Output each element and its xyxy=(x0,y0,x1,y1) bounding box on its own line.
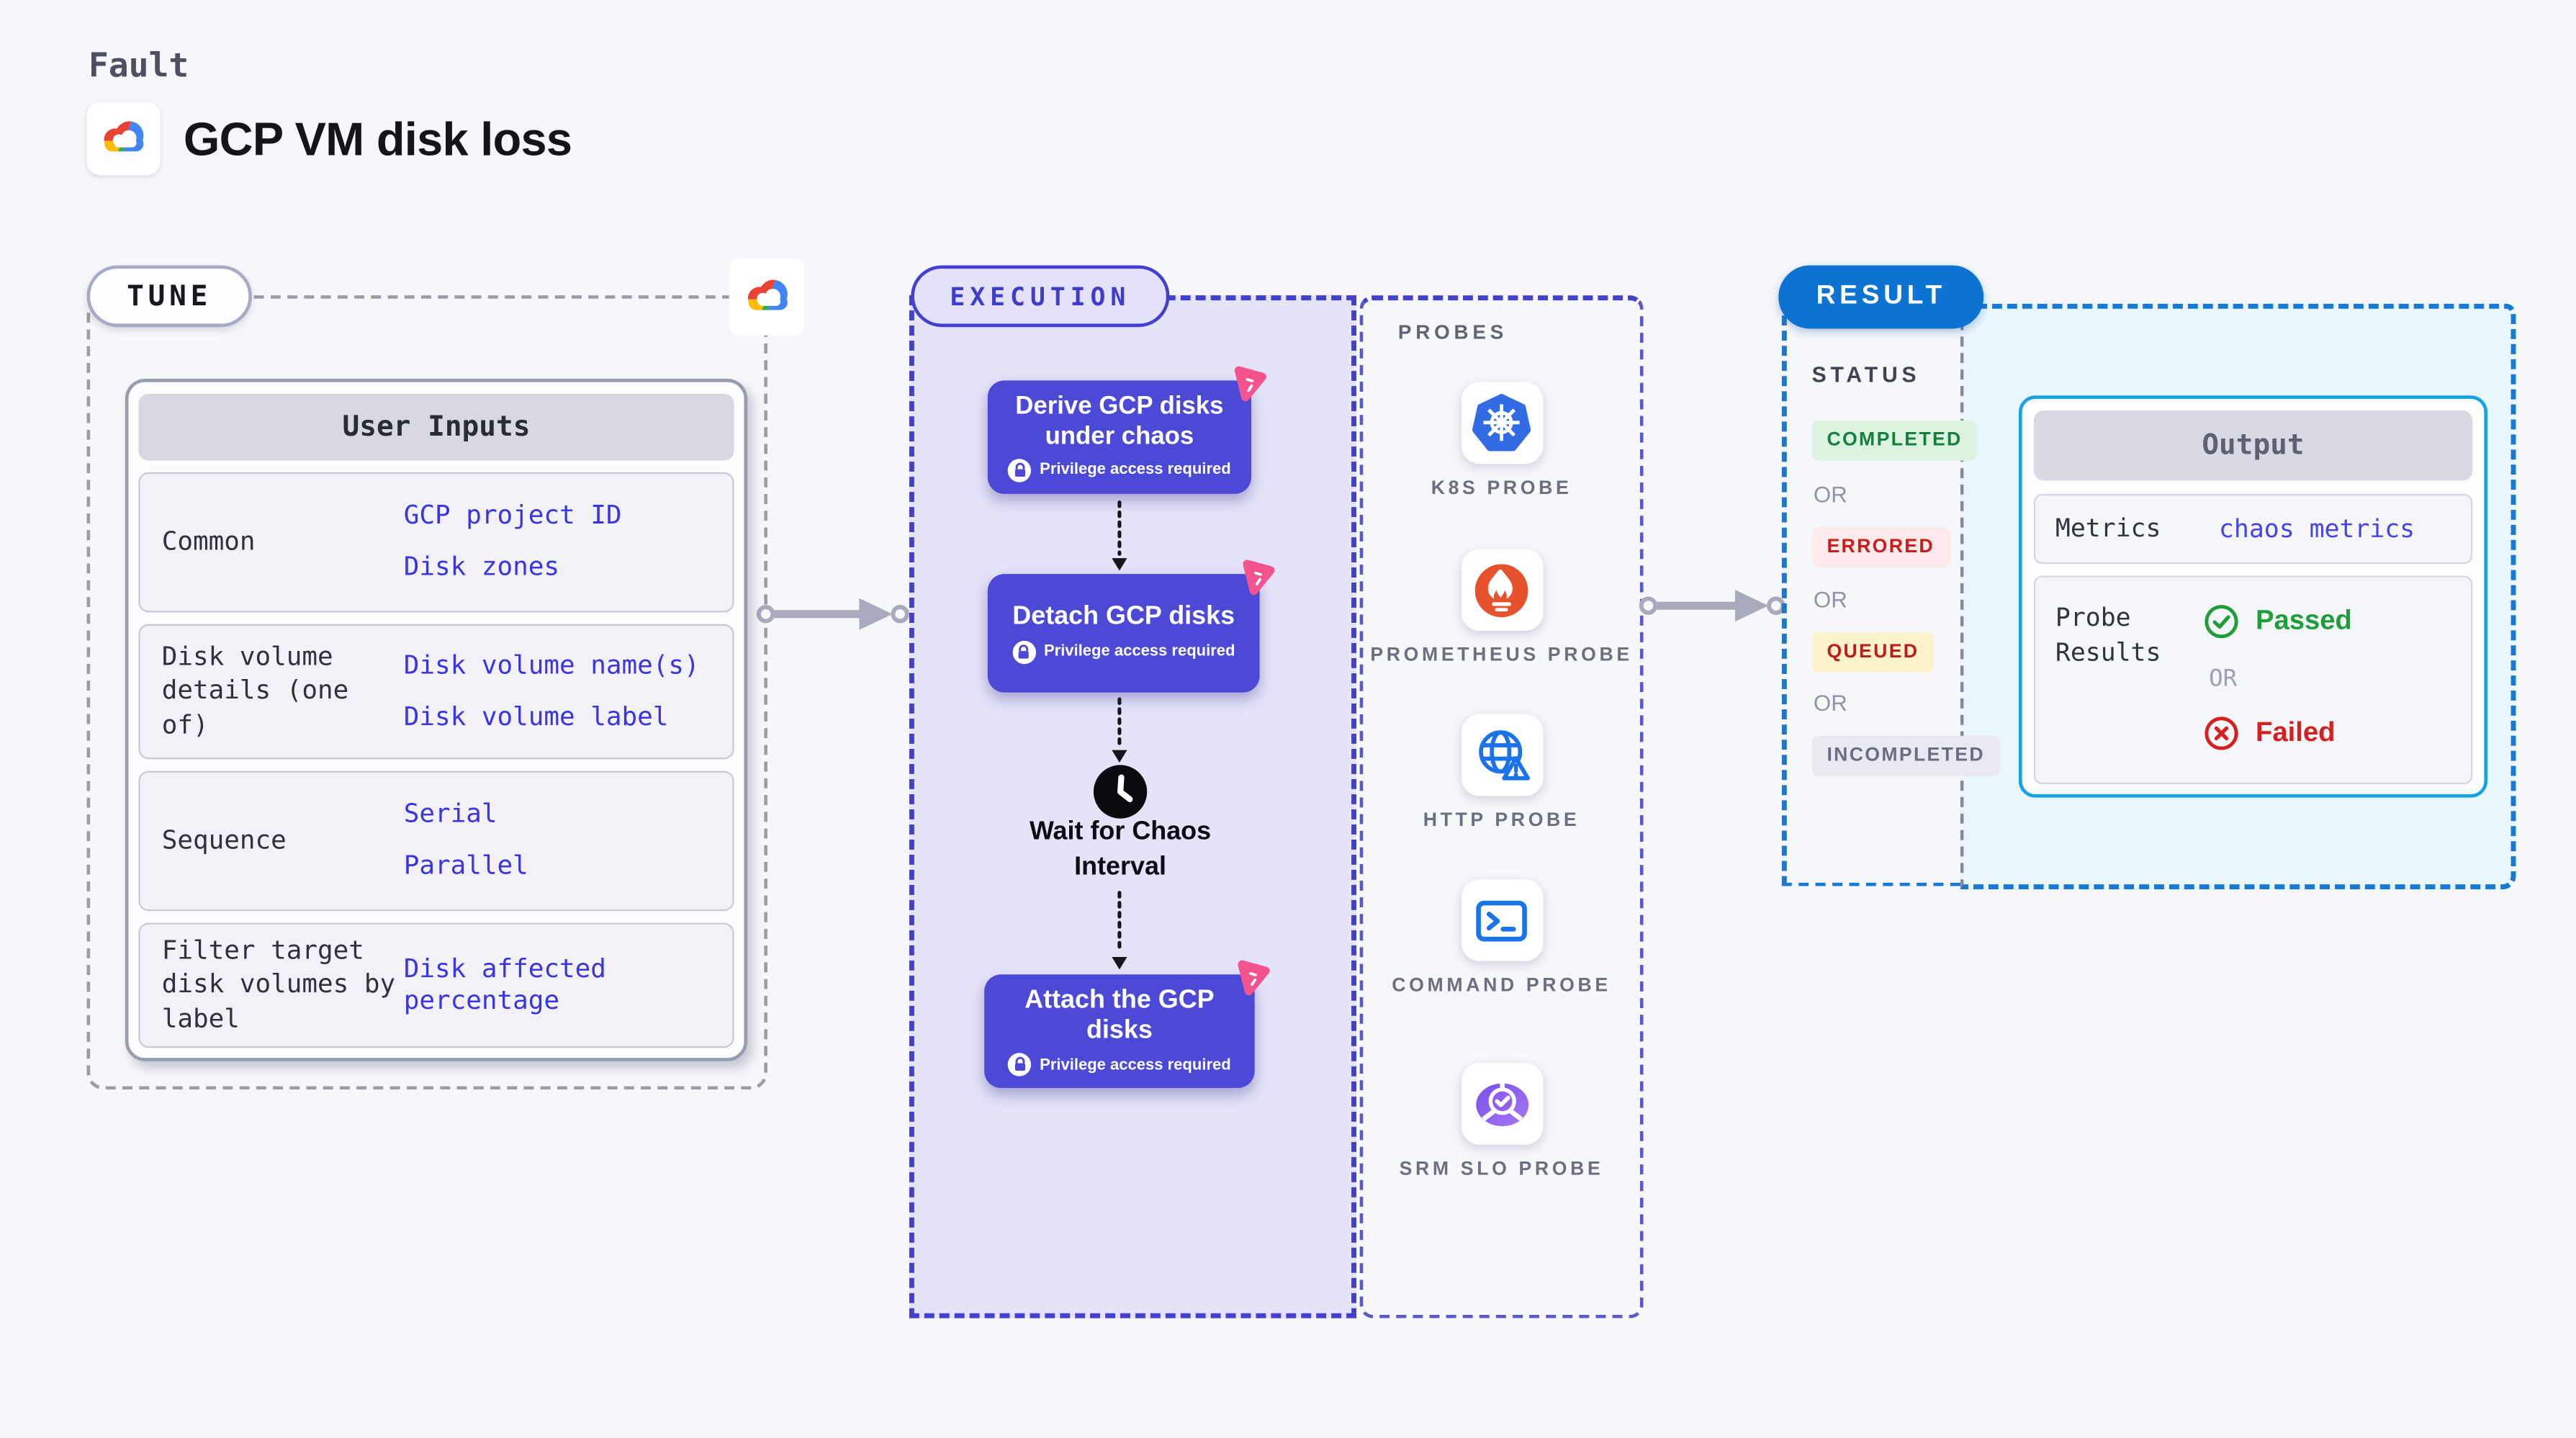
prometheus-icon xyxy=(1460,549,1543,631)
step-title: Attach the GCP disks xyxy=(1024,985,1215,1044)
input-row-label: Filter target disk volumes by label xyxy=(161,934,396,1035)
input-row-disk-volume: Disk volume details (one of) Disk volume… xyxy=(138,624,734,760)
probe-label: HTTP PROBE xyxy=(1423,811,1580,832)
input-value: Serial xyxy=(403,799,497,829)
failed-result: Failed xyxy=(2202,714,2336,752)
step-derive-gcp-disks: Derive GCP disks under chaos Privilege a… xyxy=(987,366,1266,494)
output-header: Output xyxy=(2033,410,2473,481)
privilege-note: Privilege access required xyxy=(1008,1053,1231,1077)
input-value: GCP project ID xyxy=(403,500,622,531)
failed-cross-icon xyxy=(2205,716,2238,750)
chaos-icon xyxy=(1238,960,1270,996)
probe-http: HTTP PROBE xyxy=(1360,714,1644,837)
probes-region xyxy=(1359,295,1644,1318)
input-value: Disk affected percentage xyxy=(403,953,606,1016)
flow-arrow-execution-to-result xyxy=(1639,590,1785,622)
k8s-icon xyxy=(1460,382,1543,464)
status-chip-incompleted: INCOMPLETED xyxy=(1811,735,2000,776)
flow-arrow-tune-to-execution xyxy=(756,598,909,630)
http-icon xyxy=(1460,714,1543,796)
passed-result: Passed xyxy=(2202,603,2352,641)
input-value: Disk zones xyxy=(403,552,560,583)
flow-arrow-down xyxy=(1112,891,1127,970)
page-title: GCP VM disk loss xyxy=(183,113,572,166)
or-separator: OR xyxy=(2209,665,2238,693)
passed-label: Passed xyxy=(2255,606,2352,636)
input-row-common: Common GCP project ID Disk zones xyxy=(138,472,734,613)
probe-label: PROMETHEUS PROBE xyxy=(1370,645,1633,666)
tune-gcp-logo xyxy=(729,259,804,336)
probe-command: COMMAND PROBE xyxy=(1360,879,1644,1002)
probes-title: PROBES xyxy=(1397,320,1508,344)
input-value: Disk volume label xyxy=(403,701,669,732)
metrics-value: chaos metrics xyxy=(2219,513,2415,544)
failed-label: Failed xyxy=(2255,717,2336,748)
input-row-label: Disk volume details (one of) xyxy=(161,641,349,741)
or-separator: OR xyxy=(1813,587,1847,613)
flow-arrow-down xyxy=(1112,500,1127,571)
privilege-note-text: Privilege access required xyxy=(1043,643,1235,662)
step-title: Detach GCP disks xyxy=(1012,602,1235,632)
tune-badge: TUNE xyxy=(86,265,252,328)
step-attach-gcp-disks: Attach the GCP disks Privilege access re… xyxy=(984,960,1270,1088)
probe-srm-slo: SRM SLO PROBE xyxy=(1360,1063,1644,1186)
metrics-label: Metrics xyxy=(2055,513,2161,544)
step-detach-gcp-disks: Detach GCP disks Privilege access requir… xyxy=(987,560,1275,693)
status-chip-queued: QUEUED xyxy=(1811,632,1935,673)
gcp-logo xyxy=(86,102,161,176)
user-inputs-header: User Inputs xyxy=(138,393,734,461)
srm-slo-icon xyxy=(1460,1063,1543,1145)
lock-icon xyxy=(1008,458,1032,482)
input-value: Disk volume name(s) xyxy=(403,649,700,680)
fault-eyebrow: Fault xyxy=(88,45,189,86)
step-title: Derive GCP disks under chaos xyxy=(1015,392,1224,450)
lock-icon xyxy=(1008,1053,1032,1077)
privilege-note: Privilege access required xyxy=(1012,640,1235,665)
flow-arrow-down xyxy=(1112,697,1127,763)
status-chip-errored: ERRORED xyxy=(1811,527,1950,567)
execution-badge: EXECUTION xyxy=(911,265,1170,328)
wait-step-label: Wait for Chaos Interval xyxy=(1029,817,1212,881)
probe-k8s: K8S PROBE xyxy=(1360,382,1644,505)
privilege-note: Privilege access required xyxy=(1008,458,1231,482)
probe-label: COMMAND PROBE xyxy=(1392,976,1611,997)
tune-region xyxy=(86,295,767,1090)
chaos-icon xyxy=(1243,560,1275,596)
input-row-label: Sequence xyxy=(161,824,287,855)
probe-label: K8S PROBE xyxy=(1431,479,1572,499)
gcp-cloud-icon xyxy=(747,279,787,310)
gcp-cloud-icon xyxy=(104,121,144,152)
command-icon xyxy=(1460,879,1543,961)
input-row-sequence: Sequence Serial Parallel xyxy=(138,770,734,912)
chaos-icon xyxy=(1234,366,1266,402)
or-separator: OR xyxy=(1813,691,1847,716)
probe-results-label: Probe Results xyxy=(2055,602,2161,668)
status-title: STATUS xyxy=(1811,361,1921,387)
metrics-row: Metrics chaos metrics xyxy=(2033,493,2473,565)
input-value: Parallel xyxy=(403,850,528,881)
passed-check-icon xyxy=(2205,605,2238,639)
result-status-region xyxy=(1781,300,1960,886)
input-row-filter: Filter target disk volumes by label Disk… xyxy=(138,922,734,1048)
input-row-label: Common xyxy=(161,526,256,557)
probe-results-row: Probe Results Passed OR Failed xyxy=(2033,575,2473,785)
or-separator: OR xyxy=(1813,482,1847,508)
probe-label: SRM SLO PROBE xyxy=(1399,1159,1604,1180)
probe-prometheus: PROMETHEUS PROBE xyxy=(1360,549,1644,672)
lock-icon xyxy=(1012,640,1036,665)
privilege-note-text: Privilege access required xyxy=(1040,461,1231,480)
status-chip-completed: COMPLETED xyxy=(1811,420,1978,461)
result-badge: RESULT xyxy=(1778,265,1984,329)
clock-icon xyxy=(1093,765,1148,819)
privilege-note-text: Privilege access required xyxy=(1040,1056,1231,1074)
